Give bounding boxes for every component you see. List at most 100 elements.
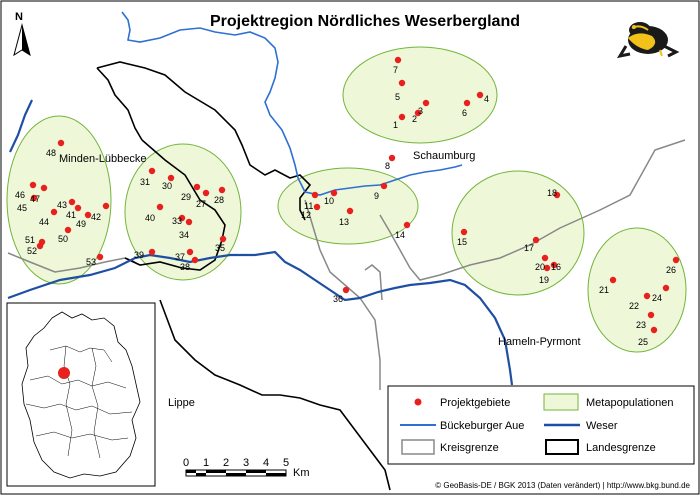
region-label-schaumburg: Schaumburg (413, 150, 475, 162)
projektgebiet-point-8 (388, 154, 396, 162)
projektgebiet-label-8: 8 (385, 161, 390, 171)
projektgebiet-label-20: 20 (535, 262, 545, 272)
legend-weser: Weser (586, 420, 618, 432)
projektgebiet-label-41: 41 (66, 210, 76, 220)
projektgebiet-label-51: 51 (25, 235, 35, 245)
map-title: Projektregion Nördliches Weserbergland (210, 13, 520, 30)
projektgebiet-point-11 (311, 191, 319, 199)
projektgebiete-points: 1234567891011121314151617181920212223242… (15, 56, 680, 347)
projektgebiet-point-43 (68, 198, 76, 206)
projektgebiet-point-39 (148, 248, 156, 256)
projektgebiet-point-47 (40, 184, 48, 192)
inset-project-marker (58, 367, 70, 379)
projektgebiet-point-5 (398, 79, 406, 87)
projektgebiet-label-30: 30 (162, 181, 172, 191)
projektgebiet-point-17 (532, 236, 540, 244)
projektgebiet-label-22: 22 (629, 301, 639, 311)
landesgrenze-segment (96, 61, 312, 221)
projektgebiet-point-44 (50, 208, 58, 216)
projektgebiet-point-27 (202, 189, 210, 197)
projektgebiet-label-27: 27 (196, 199, 206, 209)
projektgebiet-point-2 (414, 109, 422, 117)
weser-river (7, 99, 514, 386)
scale-tick: 0 (183, 457, 189, 469)
projektgebiet-point-52 (36, 242, 44, 250)
projektgebiet-label-14: 14 (395, 230, 405, 240)
germany-state-borders (25, 345, 133, 459)
projektgebiet-point-45 (30, 194, 38, 202)
projektgebiet-point-10 (330, 189, 338, 197)
projektgebiet-label-43: 43 (57, 200, 67, 210)
north-arrow-label: N (15, 11, 23, 23)
projektgebiet-point-40 (156, 203, 164, 211)
projektgebiet-point-38 (191, 256, 199, 264)
projektgebiet-point-9 (380, 182, 388, 190)
scale-tick: 4 (263, 457, 269, 469)
projektgebiet-point-23 (647, 311, 655, 319)
projektgebiet-label-28: 28 (214, 195, 224, 205)
projektgebiet-point-37 (186, 248, 194, 256)
projektgebiet-point-13 (346, 207, 354, 215)
projektgebiet-point-7 (394, 56, 402, 64)
projektgebiet-label-49: 49 (76, 219, 86, 229)
projektgebiet-label-46: 46 (15, 190, 25, 200)
projektgebiet-point-6 (463, 99, 471, 107)
projektgebiet-label-10: 10 (324, 196, 334, 206)
projektgebiet-label-53: 53 (86, 257, 96, 267)
projektgebiet-point-26 (672, 256, 680, 264)
ellipse-west-center (124, 143, 242, 281)
scale-tick: 3 (243, 457, 249, 469)
projektgebiet-label-36: 36 (333, 294, 343, 304)
projektgebiet-label-31: 31 (140, 177, 150, 187)
legend: Projektgebiete Metapopulationen Bückebur… (387, 385, 695, 465)
legend-landesgrenze: Landesgrenze (586, 442, 656, 454)
projektgebiet-label-23: 23 (636, 320, 646, 330)
projektgebiet-label-6: 6 (462, 108, 467, 118)
projektgebiet-point-35 (219, 235, 227, 243)
legend-point-icon (414, 398, 422, 406)
projektgebiet-point-48 (57, 139, 65, 147)
scale-tick: 1 (203, 457, 209, 469)
projektgebiet-point-1 (398, 113, 406, 121)
projektgebiet-label-18: 18 (547, 188, 557, 198)
projektgebiet-label-3: 3 (418, 106, 423, 116)
projektgebiet-point-18 (553, 191, 561, 199)
projektgebiet-label-24: 24 (652, 293, 662, 303)
projektgebiet-label-50: 50 (58, 234, 68, 244)
kreisgrenze-segment (364, 264, 383, 301)
projektgebiet-point-34 (185, 218, 193, 226)
kreisgrenze-segment (304, 199, 381, 390)
projektgebiet-point-29 (193, 183, 201, 191)
scale-tick: 2 (223, 457, 229, 469)
projektgebiet-label-12: 12 (301, 210, 311, 220)
projektgebiet-label-2: 2 (412, 114, 417, 124)
projektgebiet-label-38: 38 (180, 262, 190, 272)
projektgebiet-point-12 (313, 203, 321, 211)
projektgebiet-label-42: 42 (91, 212, 101, 222)
projektgebiet-label-48: 48 (46, 148, 56, 158)
projektgebiet-point-46 (29, 181, 37, 189)
landesgrenze-segment (159, 299, 391, 491)
legend-land-icon (545, 439, 579, 455)
projektgebiet-point-41 (74, 204, 82, 212)
scale-tick: 5 (283, 457, 289, 469)
projektgebiet-label-5: 5 (395, 92, 400, 102)
legend-bueckeburger-aue: Bückeburger Aue (440, 420, 524, 432)
projektgebiet-label-7: 7 (393, 65, 398, 75)
toad-icon (616, 22, 680, 59)
projektgebiet-label-11: 11 (304, 201, 313, 211)
projektgebiet-point-50 (64, 226, 72, 234)
scale-bar: 0 1 2 3 4 5 Km (183, 457, 310, 479)
projektgebiet-label-15: 15 (457, 237, 467, 247)
weser-path-north (9, 99, 33, 153)
projektgebiet-point-31 (148, 167, 156, 175)
projektgebiet-label-4: 4 (484, 94, 489, 104)
ellipse-minden (6, 115, 112, 285)
projektgebiet-point-20 (541, 254, 549, 262)
projektgebiet-label-37: 37 (175, 252, 185, 262)
landesgrenze-segment (96, 67, 143, 141)
projektgebiet-label-40: 40 (145, 213, 155, 223)
legend-frame (387, 385, 695, 465)
